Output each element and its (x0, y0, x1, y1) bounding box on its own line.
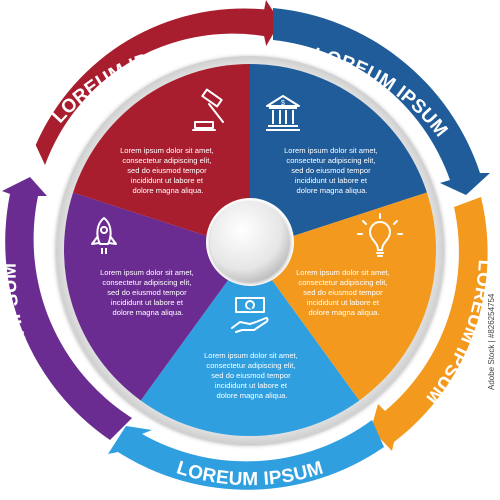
segment-text-red: Lorem ipsum dolor sit amet, consectetur … (120, 146, 216, 195)
watermark-text: Adobe Stock | #826254754 (487, 293, 496, 390)
arc-red (35, 0, 281, 165)
pie-segment-orange (250, 192, 437, 401)
pie-segments (63, 63, 437, 437)
pie-segment-blue (250, 64, 427, 250)
svg-text:$: $ (281, 100, 285, 107)
pie-segment-purple (63, 192, 250, 401)
segment-texts: Lorem ipsum dolor sit amet, consectetur … (100, 146, 392, 400)
arc-blue (273, 8, 490, 195)
svg-text:$: $ (247, 303, 252, 313)
rocket-icon (91, 217, 117, 254)
arc-orange (371, 197, 488, 451)
center-hub (206, 198, 294, 286)
segment-text-lightblue: Lorem ipsum dolor sit amet, consectetur … (204, 351, 300, 400)
bank-icon: $ (266, 95, 300, 131)
arc-purple (2, 177, 132, 440)
lightbulb-icon (357, 213, 403, 257)
dollar-icon: $ (247, 303, 252, 313)
pie-segment-light-blue (140, 250, 360, 437)
gavel-icon (192, 88, 224, 131)
pie-segment-red (73, 63, 250, 250)
segment-text-purple: Lorem ipsum dolor sit amet, consectetur … (100, 268, 196, 317)
segment-text-blue: Lorem ipsum dolor sit amet, consectetur … (284, 146, 380, 195)
money-hand-icon (231, 297, 269, 333)
segment-text-orange: Lorem ipsum dolor sit amet, consectetur … (296, 268, 392, 317)
arc-lightblue (108, 420, 384, 490)
outer-arcs (2, 0, 490, 490)
